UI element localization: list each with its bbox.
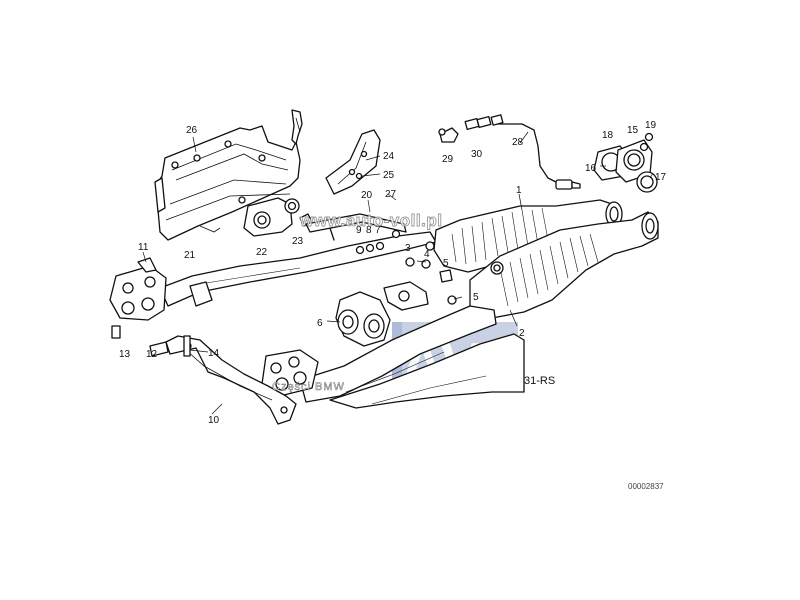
group-code: 31-RS bbox=[524, 375, 555, 387]
nut-25-icon bbox=[355, 172, 363, 180]
bracket-24 bbox=[325, 129, 381, 195]
part-label-11: 11 bbox=[138, 242, 149, 253]
catalytic-converter-lower bbox=[469, 211, 659, 319]
part-label-13: 13 bbox=[119, 349, 131, 360]
bolts-and-nuts bbox=[355, 229, 457, 305]
part-labels: 1 2 3 4 5 5 6 7 8 9 10 11 12 13 14 15 16… bbox=[119, 120, 667, 426]
part-label-22: 22 bbox=[256, 247, 268, 258]
rubber-mount-6 bbox=[335, 281, 429, 347]
part-label-29: 29 bbox=[442, 154, 454, 165]
heat-shield-bracket bbox=[154, 109, 303, 241]
part-label-10: 10 bbox=[208, 415, 220, 426]
part-label-16: 16 bbox=[585, 163, 597, 174]
part-label-6: 6 bbox=[317, 318, 323, 329]
part-label-9: 9 bbox=[356, 225, 362, 236]
part-label-23: 23 bbox=[292, 236, 304, 247]
clip-29 bbox=[438, 127, 459, 143]
leader-lines bbox=[142, 131, 654, 415]
pipe-clamp-22 bbox=[243, 197, 313, 237]
drawing-code: 00002837 bbox=[628, 482, 664, 491]
part-label-8: 8 bbox=[366, 225, 372, 236]
part-label-4: 4 bbox=[424, 249, 430, 260]
part-label-1: 1 bbox=[516, 185, 522, 196]
part-label-14: 14 bbox=[208, 348, 220, 359]
part-label-28: 28 bbox=[512, 137, 524, 148]
part-label-20: 20 bbox=[361, 190, 373, 201]
part-label-25: 25 bbox=[383, 170, 395, 181]
part-label-12: 12 bbox=[146, 349, 158, 360]
part-label-18: 18 bbox=[602, 130, 614, 141]
part-label-15: 15 bbox=[627, 125, 639, 136]
tagline-watermark: Części BMW bbox=[272, 381, 345, 393]
part-label-5b: 5 bbox=[473, 292, 479, 303]
oxygen-sensor bbox=[464, 114, 581, 190]
part-label-21: 21 bbox=[184, 250, 196, 261]
part-label-2: 2 bbox=[519, 328, 525, 339]
part-label-3: 3 bbox=[405, 243, 411, 254]
part-label-24: 24 bbox=[383, 151, 395, 162]
flange-gaskets bbox=[593, 132, 658, 193]
part-label-17: 17 bbox=[655, 172, 667, 183]
part-label-5a: 5 bbox=[443, 258, 449, 269]
support-bracket-10 bbox=[111, 325, 297, 425]
part-label-27: 27 bbox=[385, 189, 397, 200]
part-label-26: 26 bbox=[186, 125, 198, 136]
part-label-19: 19 bbox=[645, 120, 657, 131]
site-watermark: www.auto-voll.pl bbox=[299, 211, 442, 230]
part-label-7: 7 bbox=[375, 225, 381, 236]
part-label-30: 30 bbox=[471, 149, 483, 160]
